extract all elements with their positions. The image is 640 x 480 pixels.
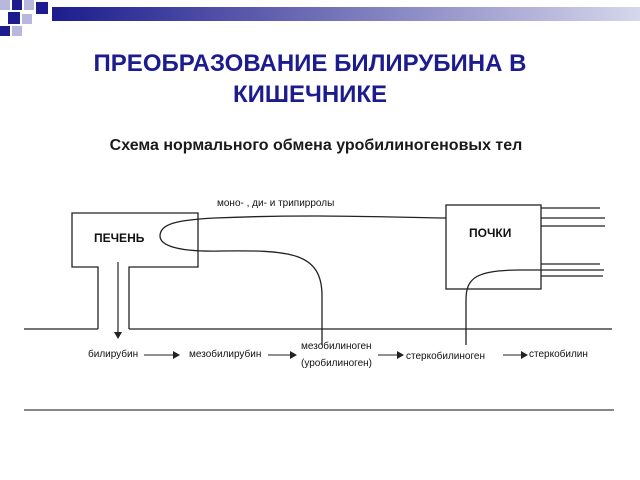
label-mesobilinogen: мезобилиноген <box>301 341 372 352</box>
title-line-1: ПРЕОБРАЗОВАНИЕ БИЛИРУБИНА В <box>93 50 527 77</box>
label-stercobilinogen: стеркобилиноген <box>406 351 485 362</box>
header-rule <box>52 7 640 21</box>
recirculation-label: моно- , ди- и трипирролы <box>217 198 335 209</box>
label-stercobilin: стеркобилин <box>529 349 588 360</box>
liver-outline <box>71 212 199 329</box>
stercobilinogen-to-kidney <box>465 269 604 345</box>
reabsorption-loop <box>159 215 447 345</box>
kidney-label: ПОЧКИ <box>469 226 512 240</box>
slide-subtitle: Схема нормального обмена уробилиногеновы… <box>109 137 523 154</box>
deco-square <box>0 0 10 10</box>
kidney-box <box>445 204 542 290</box>
kidney-outflow-lines <box>541 263 603 277</box>
deco-square <box>12 26 22 36</box>
label-bilirubin: билирубин <box>88 349 139 360</box>
title-line-2: КИШЕЧНИКЕ <box>232 81 388 108</box>
deco-square <box>36 2 48 14</box>
deco-square <box>24 0 34 10</box>
deco-square <box>22 14 32 24</box>
circulation-lines-right <box>541 207 605 227</box>
slide-title: ПРЕОБРАЗОВАНИЕ БИЛИРУБИНА В КИШЕЧНИКЕ <box>0 48 620 110</box>
label-mesobilirubin: мезобилирубин <box>189 349 262 360</box>
liver-label: ПЕЧЕНЬ <box>94 231 145 245</box>
deco-square <box>8 12 20 24</box>
deco-square <box>0 26 10 36</box>
label-urobilinogen: (уробилиноген) <box>301 358 373 369</box>
deco-square <box>12 0 22 10</box>
